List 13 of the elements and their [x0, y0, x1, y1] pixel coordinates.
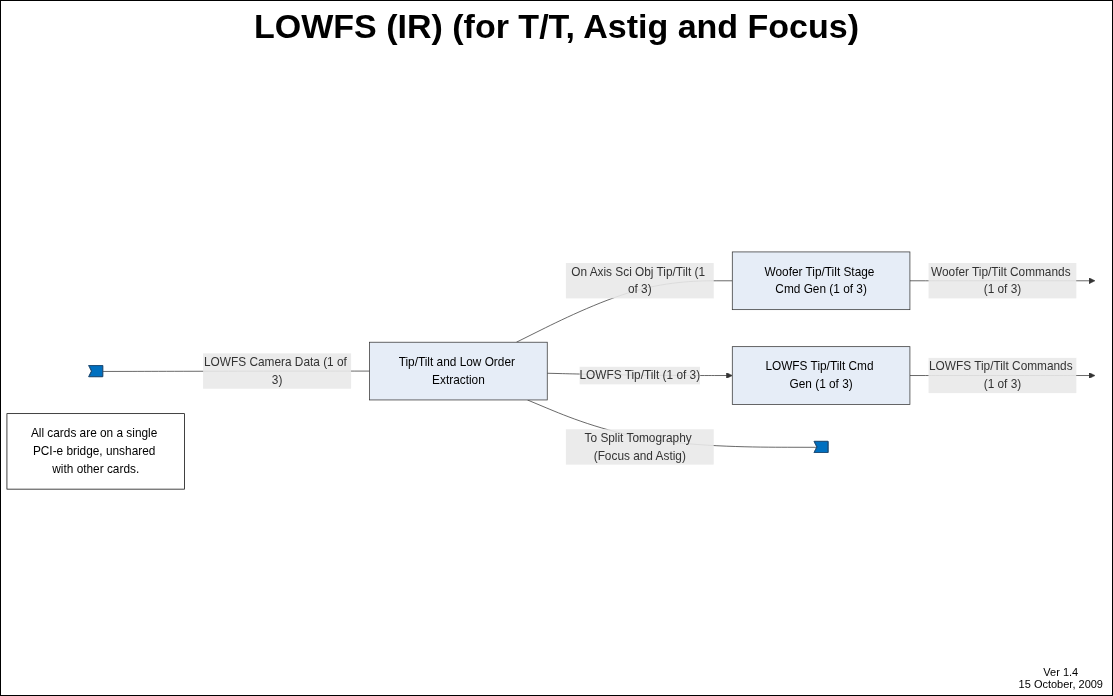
version-note: Ver 1.4 [1042, 666, 1080, 678]
edge-label: LOWFS Camera Data (1 of 3) [204, 355, 347, 386]
edge-label: LOWFS Tip/Tilt (1 of 3) [579, 368, 701, 382]
version-note: 15 October, 2009 [1018, 678, 1103, 690]
node-box: Woofer Tip/Tilt Stage Cmd Gen (1 of 3) [731, 251, 911, 310]
diagram-title: LOWFS (IR) (for T/T, Astig and Focus) [253, 7, 860, 46]
node-box: Tip/Tilt and Low Order Extraction [369, 341, 548, 401]
edge-label: On Axis Sci Obj Tip/Tilt (1 of 3) [571, 265, 706, 296]
edge-label: LOWFS Tip/Tilt Commands (1 of 3) [928, 359, 1073, 391]
node-box: LOWFS Tip/Tilt Cmd Gen (1 of 3) [731, 346, 911, 405]
edge-label: To Split Tomography (Focus and Astig) [584, 431, 692, 462]
node-box: All cards are on a single PCI-e bridge, unshared with other cards. [6, 413, 185, 490]
edge-label: Woofer Tip/Tilt Commands (1 of 3) [931, 265, 1071, 296]
